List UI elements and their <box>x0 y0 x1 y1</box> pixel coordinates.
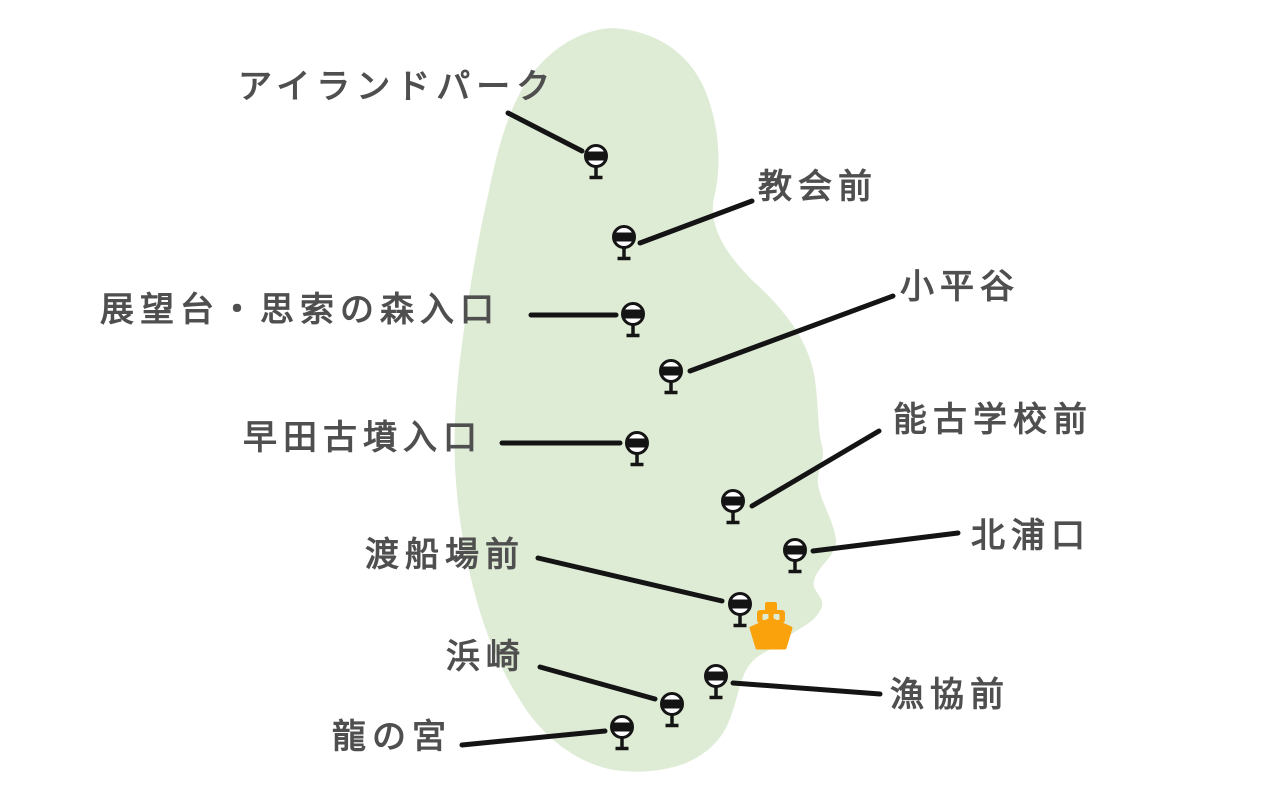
bus-stop-icon <box>584 144 608 180</box>
bus-stop-icon <box>621 302 645 338</box>
leader-line <box>687 293 896 374</box>
bus-stop-icon <box>704 664 728 700</box>
leader-line <box>637 198 755 246</box>
leader-line <box>810 530 961 554</box>
leader-line <box>505 110 585 154</box>
bus-stop-icon <box>659 359 683 395</box>
leader-line <box>537 664 658 702</box>
island-shape <box>454 28 837 772</box>
bus-stop-icon <box>728 592 752 628</box>
bus-stop-icon <box>612 225 636 261</box>
bus-stop-markers-layer <box>584 144 807 751</box>
bus-stop-icon <box>783 538 807 574</box>
leader-line <box>535 555 725 604</box>
bus-stop-icon <box>610 715 634 751</box>
leader-line <box>730 680 883 697</box>
bus-stop-icon <box>625 431 649 467</box>
leader-lines-layer <box>459 110 961 748</box>
ferry-icon <box>749 602 793 650</box>
bus-stop-icon <box>660 692 684 728</box>
leader-line <box>459 728 608 748</box>
bus-stop-icon <box>721 489 745 525</box>
leader-line <box>749 428 882 509</box>
